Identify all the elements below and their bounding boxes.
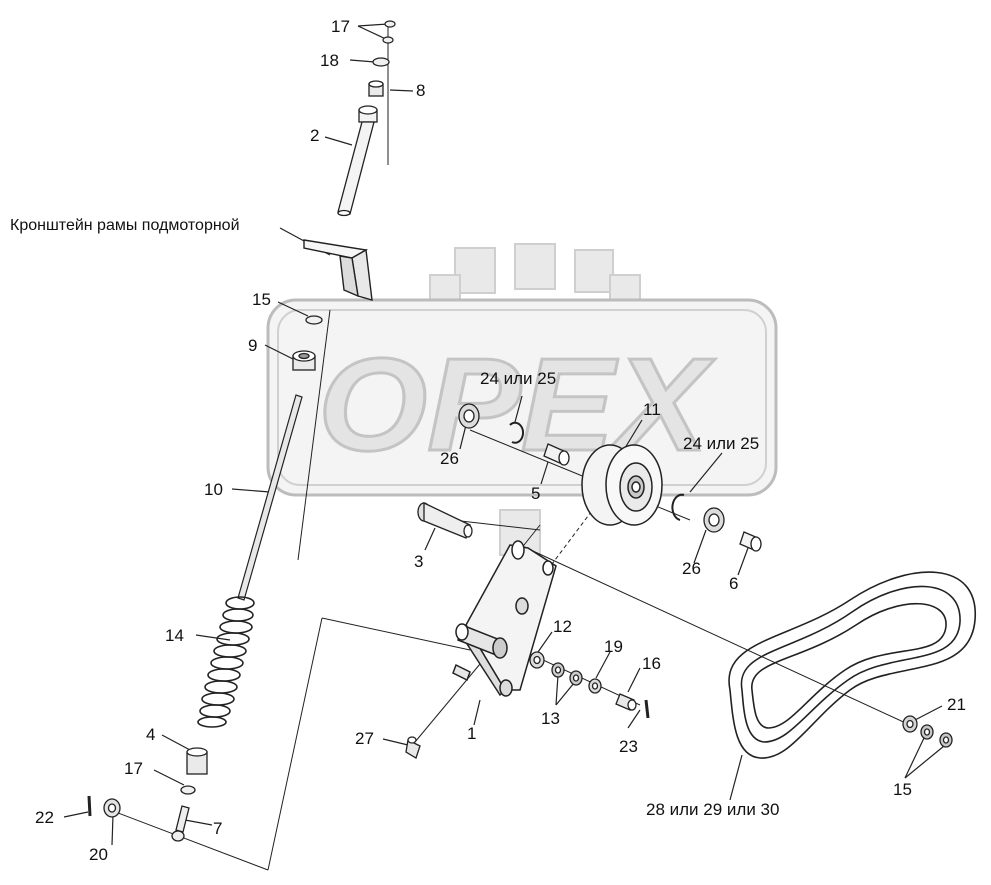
callout-7: 7 (213, 819, 223, 838)
part-20-washer (103, 798, 121, 818)
callout-21: 21 (947, 695, 966, 714)
callout-12: 12 (553, 617, 572, 636)
callout-27: 27 (355, 729, 374, 748)
callout-3: 3 (414, 552, 424, 571)
callout-2: 2 (310, 126, 320, 145)
callout-8: 8 (416, 81, 426, 100)
part-11-pulley (581, 444, 663, 526)
part-10-rod (237, 394, 303, 601)
part-22-pin (87, 795, 92, 817)
callout-24-25-left: 24 или 25 (480, 369, 557, 388)
part-17-top-washers (382, 20, 396, 44)
part-18-washer (372, 57, 390, 67)
part-9-nut (292, 350, 316, 371)
part-8-nut (368, 80, 384, 97)
assembly-axis-lines (104, 24, 911, 871)
callout-18: 18 (320, 51, 339, 70)
part-2-sleeve (337, 105, 378, 217)
callout-23: 23 (619, 737, 638, 756)
part-21-washer (902, 715, 918, 733)
callout-9: 9 (248, 336, 258, 355)
callout-22: 22 (35, 808, 54, 827)
part-4-nut (186, 747, 208, 775)
part-6-cap (739, 531, 762, 552)
callout-17-top: 17 (331, 17, 350, 36)
callout-5: 5 (531, 484, 541, 503)
frame-bracket (303, 239, 373, 301)
part-23-pin (644, 699, 650, 719)
part-3-axle (417, 501, 473, 539)
part-26-bearing-right (703, 507, 725, 533)
part-7-eye-bolt (171, 805, 190, 842)
callout-16: 16 (642, 654, 661, 673)
callout-20: 20 (89, 845, 108, 864)
callout-26-left: 26 (440, 449, 459, 468)
callout-14: 14 (165, 626, 184, 645)
callout-26-right: 26 (682, 559, 701, 578)
part-17-bottom-washer (180, 785, 196, 795)
part-12-washer (529, 651, 545, 669)
part-5-sleeve (543, 443, 570, 466)
callout-4: 4 (146, 725, 156, 744)
callout-1: 1 (467, 724, 477, 743)
part-27-fitting (405, 736, 421, 759)
callout-11: 11 (643, 400, 661, 419)
callout-13: 13 (541, 709, 560, 728)
callout-15-left: 15 (252, 290, 271, 309)
leader-lines (63, 23, 945, 846)
watermark-badge-inner (277, 309, 767, 486)
watermark-gear (429, 243, 641, 556)
part-28-29-30-belt (728, 571, 976, 759)
callout-15-right: 15 (893, 780, 912, 799)
part-26-bearing-left (458, 403, 480, 429)
part-16-nut (615, 693, 637, 711)
part-15-washer (305, 315, 323, 325)
callout-6: 6 (729, 574, 739, 593)
callout-28-29-30: 28 или 29 или 30 (646, 800, 780, 819)
part-24-25-ring-left (509, 421, 524, 444)
part-15-nuts-right (920, 724, 953, 748)
part-24-25-ring-right (671, 493, 685, 521)
callout-24-25-right: 24 или 25 (683, 434, 760, 453)
callout-19: 19 (604, 637, 623, 656)
callout-17-bottom: 17 (124, 759, 143, 778)
part-19-washer (588, 678, 602, 694)
part-1-tensioner-arm (452, 540, 557, 697)
callout-frame-bracket: Кронштейн рамы подмоторной (10, 217, 240, 234)
callout-10: 10 (204, 480, 223, 499)
part-13-washers (551, 662, 583, 686)
part-14-spring (197, 596, 255, 728)
